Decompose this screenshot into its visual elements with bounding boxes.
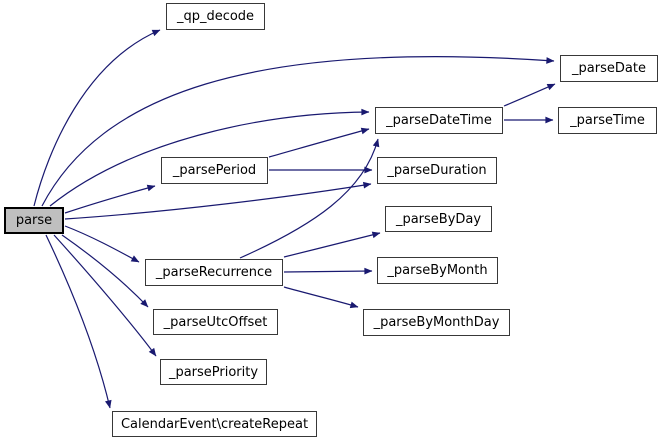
node-parse-date-time[interactable]: _parseDateTime [375,107,503,134]
edge-parse-to-parse-duration [64,181,372,220]
edge-parse-date-time-to-parse-date [503,83,556,107]
node-parse-utc-offset[interactable]: _parseUtcOffset [153,309,278,335]
edge-parse-to-parse-utc-offset [61,234,149,308]
edge-parse-recurrence-to-parse-by-month-day [283,286,359,309]
node-parse-recurrence[interactable]: _parseRecurrence [145,259,283,286]
node-parse-by-day[interactable]: _parseByDay [385,206,492,232]
edge-parse-to-qp-decode [33,29,161,207]
edge-parse-recurrence-to-parse-by-month [283,267,373,275]
edge-parse-to-calendar-event-create-repeat [45,234,112,409]
edge-parse-to-parse-date [41,56,555,207]
node-qp-decode[interactable]: _qp_decode [166,3,265,30]
node-parse-by-month-day[interactable]: _parseByMonthDay [363,309,510,336]
node-parse-time[interactable]: _parseTime [558,107,657,134]
edge-parse-to-parse-period [64,184,156,214]
edge-parse-recurrence-to-parse-by-day [283,231,381,258]
edge-parse-period-to-parse-date-time [268,127,370,158]
edge-parse-recurrence-to-parse-date-time [239,138,380,259]
node-parse-priority[interactable]: _parsePriority [160,359,267,385]
node-parse: parse [4,207,64,234]
node-parse-date[interactable]: _parseDate [560,55,658,82]
node-calendar-event-create-repeat[interactable]: CalendarEvent\createRepeat [112,411,317,437]
node-parse-by-month[interactable]: _parseByMonth [377,257,498,284]
node-parse-period[interactable]: _parsePeriod [161,157,268,184]
edge-parse-to-parse-recurrence [64,225,140,263]
edge-parse-to-parse-date-time [49,108,370,207]
node-parse-duration[interactable]: _parseDuration [377,157,497,184]
edge-parse-to-parse-priority [53,234,157,357]
